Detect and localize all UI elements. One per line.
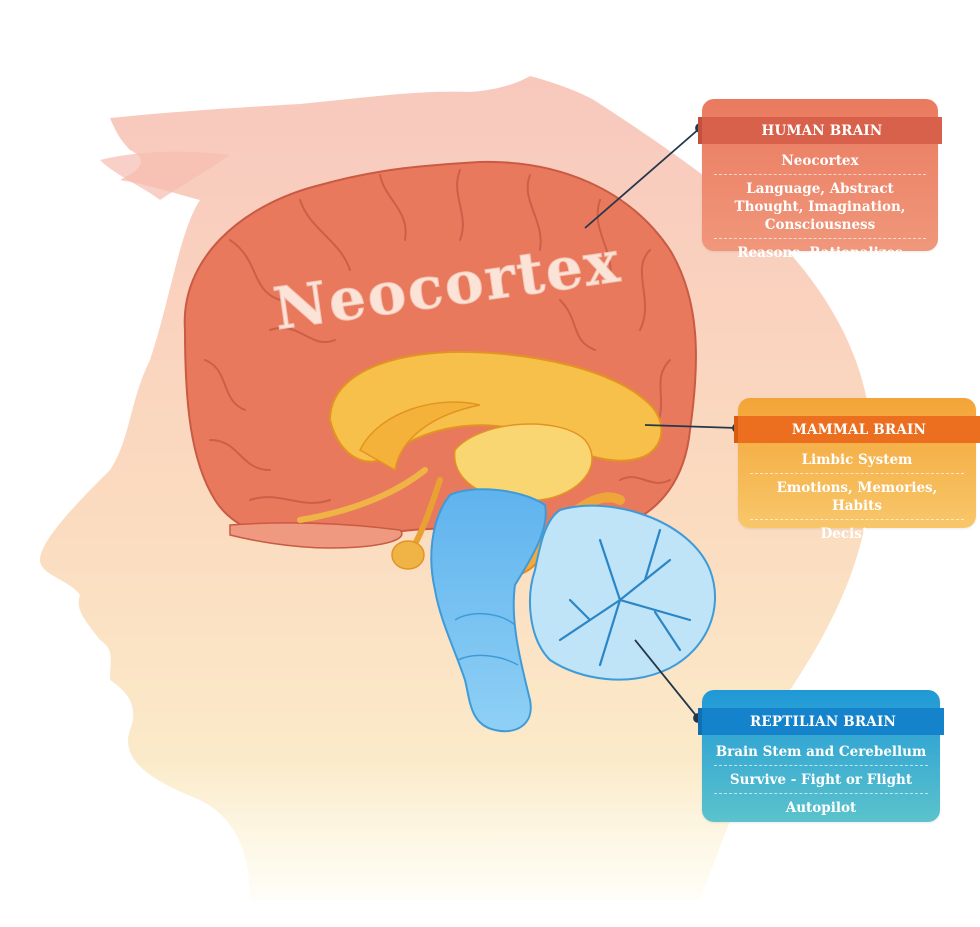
human-brain-line: Reasons, Rationalizes	[714, 238, 926, 266]
human-brain-title: HUMAN BRAIN	[698, 117, 942, 144]
human-brain-line: Language, Abstract Thought, Imagination,…	[714, 174, 926, 238]
reptilian-brain-title: REPTILIAN BRAIN	[698, 708, 944, 735]
reptilian-brain-card: REPTILIAN BRAIN Brain Stem and Cerebellu…	[698, 690, 944, 822]
reptilian-brain-line: Brain Stem and Cerebellum	[715, 744, 927, 760]
human-brain-line: Neocortex	[781, 153, 859, 169]
mammal-brain-line: Emotions, Memories, Habits	[750, 473, 964, 519]
human-brain-card: HUMAN BRAIN Neocortex Language, Abstract…	[698, 99, 942, 261]
mammal-brain-title: MAMMAL BRAIN	[734, 416, 980, 443]
reptilian-brain-line: Survive - Fight or Flight	[714, 765, 928, 793]
brainstem-shape	[430, 488, 547, 733]
mammal-brain-line: Limbic System	[801, 452, 913, 468]
mammal-brain-line: Decisions	[750, 519, 964, 547]
cerebellum-shape	[529, 504, 716, 681]
mammal-brain-card: MAMMAL BRAIN Limbic System Emotions, Mem…	[734, 398, 980, 542]
reptilian-brain-line: Autopilot	[714, 793, 928, 821]
